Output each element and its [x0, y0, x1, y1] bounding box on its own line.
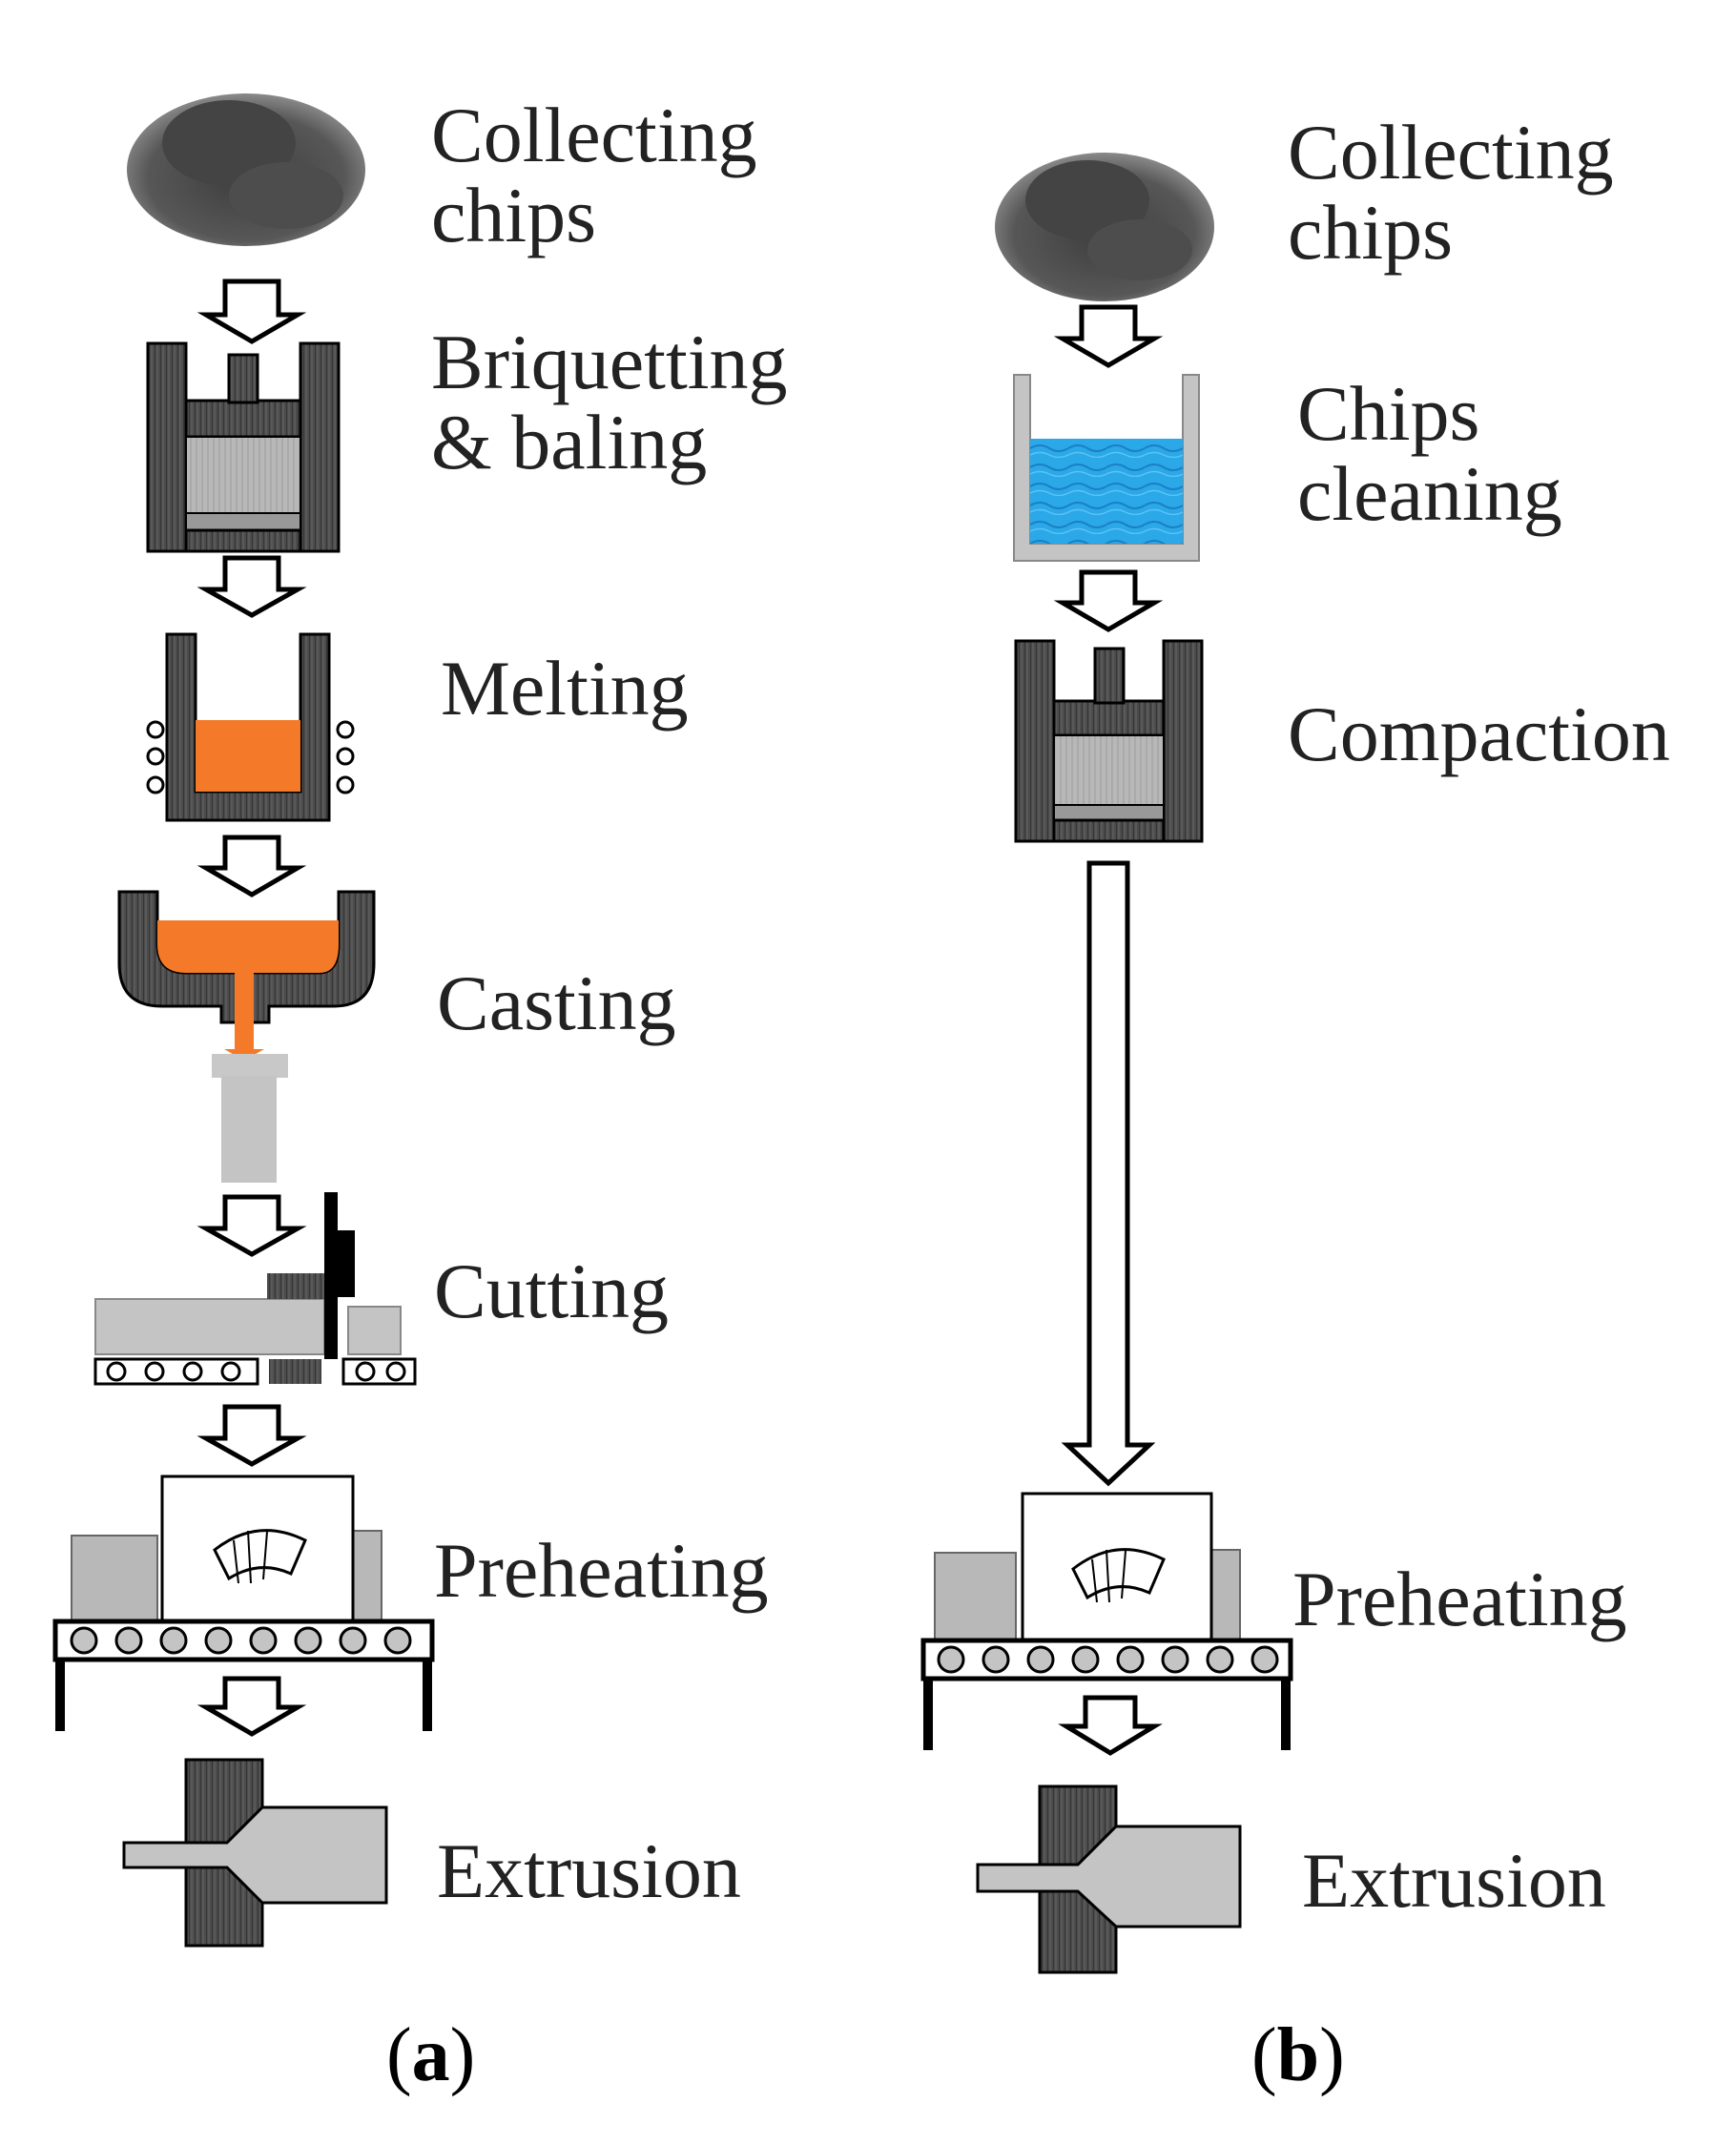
- step-label-preheating-b: Preheating: [1292, 1556, 1627, 1642]
- panel-b: [920, 153, 1293, 1974]
- step-label-cutting: Cutting: [434, 1248, 670, 1334]
- ladle-mold-icon: [117, 890, 376, 1183]
- step-label-melting: Melting: [441, 645, 689, 732]
- arrow-icon: [1058, 1695, 1163, 1756]
- extrusion-die-icon: [122, 1758, 388, 1948]
- press-icon: [1014, 639, 1204, 843]
- panel-caption-b: (b): [1251, 2013, 1345, 2097]
- arrow-icon: [196, 555, 307, 618]
- arrow-icon: [196, 835, 307, 897]
- arrow-icon: [1053, 569, 1164, 632]
- arrow-icon: [196, 1404, 307, 1467]
- long-arrow-icon: [1061, 860, 1156, 1487]
- extrusion-die-icon: [976, 1784, 1242, 1974]
- step-label-preheating-a: Preheating: [434, 1527, 769, 1614]
- step-label-extrusion-a: Extrusion: [437, 1827, 741, 1914]
- arrow-icon: [196, 1194, 307, 1257]
- arrow-icon: [196, 278, 307, 344]
- step-label-briquetting-baling: Briquetting& baling: [431, 319, 788, 485]
- oven-conveyor-icon: [920, 1492, 1293, 1750]
- saw-conveyor-icon: [93, 1192, 417, 1386]
- oven-conveyor-icon: [52, 1475, 435, 1731]
- step-label-extrusion-b: Extrusion: [1302, 1837, 1606, 1924]
- step-label-compaction: Compaction: [1288, 691, 1670, 777]
- arrow-icon: [196, 1676, 307, 1737]
- chips-pile-icon: [995, 153, 1214, 301]
- arrow-icon: [1053, 304, 1164, 368]
- furnace-icon: [146, 632, 355, 822]
- cleaning-bath-icon: [1013, 374, 1200, 562]
- panel-a: [52, 93, 435, 1948]
- chips-pile-icon: [127, 93, 365, 246]
- step-label-casting: Casting: [437, 959, 676, 1046]
- panel-caption-a: (a): [386, 2013, 476, 2097]
- press-icon: [146, 341, 341, 553]
